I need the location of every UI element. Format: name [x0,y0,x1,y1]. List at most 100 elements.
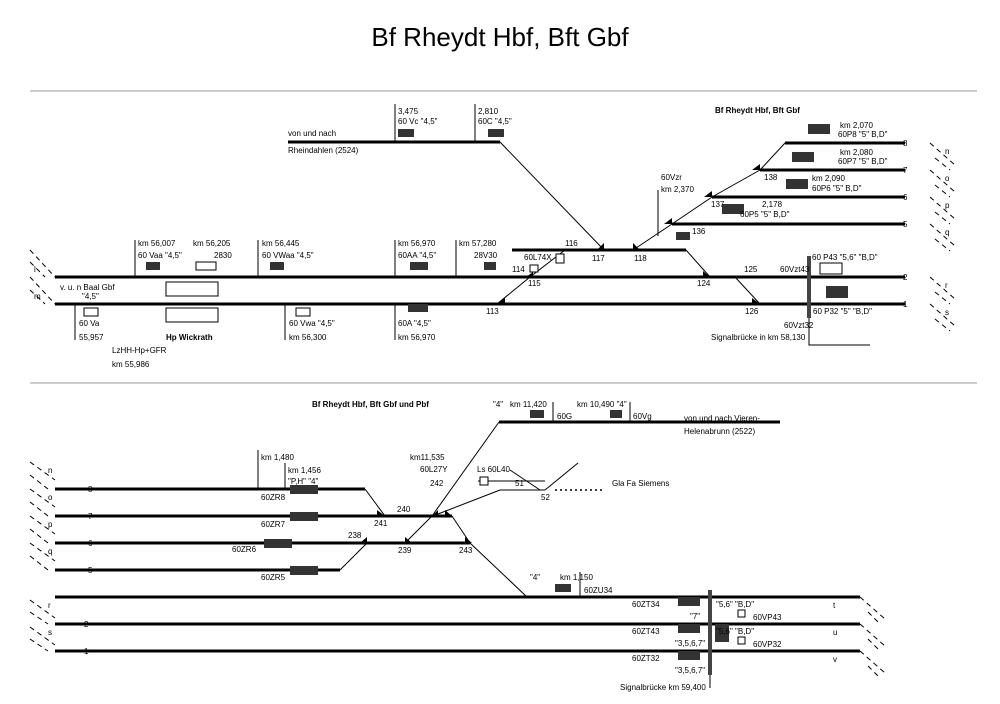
svg-text:60AA "4,5": 60AA "4,5" [398,251,436,260]
top-texts: Bf Rheydt Hbf, Bft Gbf von und nach Rhei… [34,106,950,369]
svg-text:p: p [48,520,53,529]
svg-text:7: 7 [903,166,908,175]
svg-text:"3,5,6,7": "3,5,6,7" [675,666,705,675]
svg-text:60G: 60G [557,412,572,421]
platform-box [165,281,219,297]
svg-text:r: r [48,601,51,610]
bottom-subtitle: Bf Rheydt Hbf, Bft Gbf und Pbf [312,400,429,409]
svg-text:2830: 2830 [214,251,232,260]
svg-text:"7": "7" [690,612,700,621]
svg-text:l: l [34,265,36,274]
svg-text:60P7 "5" B,D": 60P7 "5" B,D" [838,157,888,166]
svg-text:126: 126 [745,307,759,316]
svg-text:243: 243 [459,546,473,555]
svg-text:7: 7 [88,512,93,521]
svg-text:60Vzt43: 60Vzt43 [780,265,810,274]
svg-text:"5,6" "B,D": "5,6" "B,D" [716,627,754,636]
svg-text:138: 138 [764,173,778,182]
svg-text:Hp Wickrath: Hp Wickrath [166,333,213,342]
svg-text:125: 125 [744,265,758,274]
svg-text:239: 239 [398,546,412,555]
svg-text:"3,5,6,7": "3,5,6,7" [675,639,705,648]
svg-text:t: t [833,601,836,610]
svg-text:113: 113 [486,307,499,316]
bottom-texts: Bf Rheydt Hbf, Bft Gbf und Pbf von und n… [48,400,837,692]
svg-text:von und nach Vieren-: von und nach Vieren- [684,414,760,423]
svg-text:60ZR7: 60ZR7 [261,520,286,529]
signal-icons-bottom [264,410,729,660]
signal-icons-top [146,124,848,312]
svg-text:242: 242 [430,479,444,488]
platform-wickrath [165,307,219,323]
svg-text:60ZU34: 60ZU34 [584,586,613,595]
svg-text:Rheindahlen (2524): Rheindahlen (2524) [288,146,359,155]
svg-text:km 56,007: km 56,007 [138,239,176,248]
curve-rheindahlen [499,141,605,251]
svg-text:52: 52 [541,493,550,502]
svg-text:1: 1 [903,300,908,309]
svg-text:60 VWaa "4,5": 60 VWaa "4,5" [262,251,314,260]
svg-text:60 Vaa "4,5": 60 Vaa "4,5" [138,251,182,260]
svg-text:60ZT43: 60ZT43 [632,627,660,636]
svg-text:km 1,150: km 1,150 [560,573,593,582]
top-subtitle: Bf Rheydt Hbf, Bft Gbf [715,106,800,115]
svg-text:"P,H" "4": "P,H" "4" [288,477,318,486]
svg-text:km 56,970: km 56,970 [398,239,436,248]
svg-text:6: 6 [903,193,908,202]
svg-text:60P8 "5" B,D": 60P8 "5" B,D" [838,130,888,139]
svg-text:5: 5 [903,220,908,229]
svg-text:n: n [48,466,52,475]
svg-text:q: q [945,228,949,237]
svg-text:60Vzt32: 60Vzt32 [784,321,814,330]
svg-text:124: 124 [697,279,711,288]
svg-text:117: 117 [592,254,605,263]
svg-text:60ZT34: 60ZT34 [632,600,660,609]
svg-text:von und nach: von und nach [288,129,336,138]
svg-text:n: n [945,147,949,156]
svg-text:60A "4,5": 60A "4,5" [398,319,431,328]
svg-text:Signalbrücke km 59,400: Signalbrücke km 59,400 [620,683,706,692]
svg-text:60 Vwa "4,5": 60 Vwa "4,5" [289,319,335,328]
svg-text:28V30: 28V30 [474,251,498,260]
svg-text:km 1,456: km 1,456 [288,466,321,475]
svg-text:2,178: 2,178 [762,200,783,209]
svg-text:5: 5 [88,566,93,575]
svg-text:km 56,300: km 56,300 [289,333,327,342]
svg-text:km 56,445: km 56,445 [262,239,300,248]
svg-text:km 2,070: km 2,070 [840,121,873,130]
svg-text:s: s [945,308,949,317]
svg-text:60 Va: 60 Va [79,319,100,328]
svg-text:2,810: 2,810 [478,107,499,116]
svg-text:Signalbrücke in km 58,130: Signalbrücke in km 58,130 [711,333,806,342]
svg-text:p: p [945,201,950,210]
svg-text:o: o [945,174,950,183]
svg-text:51: 51 [515,479,524,488]
svg-text:60P5 "5" B,D": 60P5 "5" B,D" [740,210,790,219]
svg-text:s: s [48,628,52,637]
svg-text:r: r [945,281,948,290]
svg-text:km 2,080: km 2,080 [840,148,873,157]
svg-text:v. u. n Baal Gbf: v. u. n Baal Gbf [60,283,115,292]
svg-text:240: 240 [397,505,411,514]
svg-text:Ls 60L40: Ls 60L40 [477,465,510,474]
svg-text:3,475: 3,475 [398,107,419,116]
svg-text:60ZT32: 60ZT32 [632,654,660,663]
top-diagram: Bf Rheydt Hbf, Bft Gbf von und nach Rhei… [29,104,956,369]
svg-text:"4,5": "4,5" [82,292,99,301]
svg-text:km 10,490 "4": km 10,490 "4" [577,400,627,409]
svg-text:8: 8 [903,139,908,148]
svg-text:km 2,370: km 2,370 [661,185,694,194]
svg-text:km 56,205: km 56,205 [193,239,231,248]
svg-text:6: 6 [88,539,93,548]
svg-text:v: v [833,655,837,664]
svg-text:8: 8 [88,485,93,494]
svg-text:60ZR8: 60ZR8 [261,493,286,502]
svg-text:60P6 "5" B,D": 60P6 "5" B,D" [812,184,862,193]
svg-text:60 Vc "4,5": 60 Vc "4,5" [398,117,438,126]
svg-text:116: 116 [565,239,578,248]
svg-text:km 56,970: km 56,970 [398,333,436,342]
svg-text:114: 114 [512,265,525,274]
svg-text:1: 1 [84,647,89,656]
svg-text:55,957: 55,957 [79,333,104,342]
svg-text:km 57,280: km 57,280 [459,239,497,248]
